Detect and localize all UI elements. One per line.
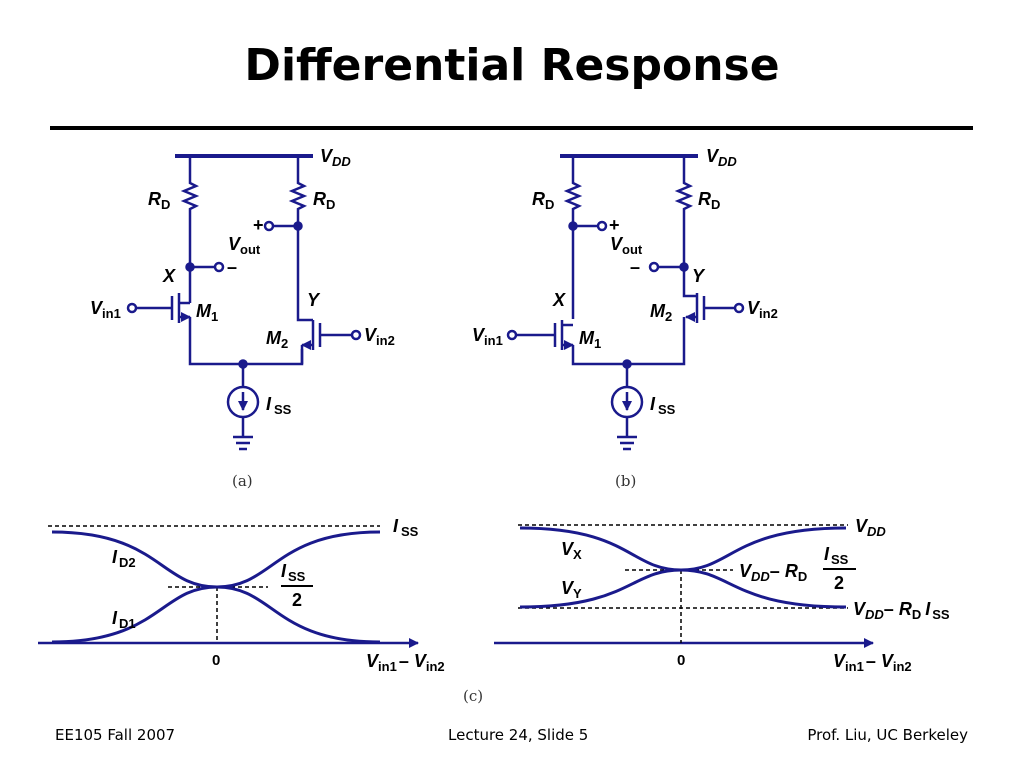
x-axis-label-right: Vin1– Vin2 bbox=[833, 651, 912, 674]
resistor-rd-right-b bbox=[674, 156, 697, 298]
node-y-label-b: Y bbox=[692, 266, 706, 286]
caption-c: (c) bbox=[463, 687, 483, 705]
vout-minus-terminal-a bbox=[213, 261, 225, 273]
m1-label-b: M1 bbox=[579, 328, 601, 351]
resistor-rd-right-a bbox=[288, 156, 313, 322]
mid-denominator: 2 bbox=[834, 573, 844, 593]
vout-label-b: Vout bbox=[610, 234, 643, 257]
mid-level-label: VDD– RD bbox=[739, 561, 807, 584]
m2-label-a: M2 bbox=[266, 328, 288, 351]
vin2-label-a: Vin2 bbox=[364, 325, 395, 348]
m1-label-a: M1 bbox=[196, 301, 218, 324]
vout-plus-terminal-b bbox=[596, 220, 608, 232]
rd-left-label-a: RD bbox=[148, 189, 170, 212]
circuit-a bbox=[126, 154, 362, 451]
circuit-b-labels: VDD RD RD + Vout – Y X M2 Vin2 Vin1 M1 I… bbox=[472, 146, 778, 490]
vdd-label-a: VDD bbox=[320, 146, 351, 169]
graph-right bbox=[494, 524, 874, 648]
x-axis-label-left: Vin1– Vin2 bbox=[366, 651, 445, 674]
id1-curve bbox=[51, 530, 381, 644]
vout-label-a: Vout bbox=[228, 234, 261, 257]
node-y-dot-a bbox=[293, 221, 303, 231]
rd-right-label-a: RD bbox=[313, 189, 335, 212]
footer-slide-number: Lecture 24, Slide 5 bbox=[448, 726, 589, 744]
caption-a: (a) bbox=[232, 472, 253, 490]
vy-label: VY bbox=[561, 578, 582, 601]
vin1-label-a: Vin1 bbox=[90, 298, 121, 321]
node-y-label-a: Y bbox=[307, 290, 321, 310]
title-underline bbox=[50, 126, 973, 130]
vout-plus-sign-a: + bbox=[253, 215, 264, 235]
vx-label: VX bbox=[561, 539, 582, 562]
tail-dot-b bbox=[622, 359, 632, 369]
vout-plus-terminal-a bbox=[263, 220, 275, 232]
vin2-terminal-a bbox=[350, 329, 362, 341]
resistor-rd-left-a bbox=[180, 156, 200, 303]
half-iss-denominator: 2 bbox=[292, 590, 302, 610]
node-y-dot-b bbox=[679, 262, 689, 272]
rd-left-label-b: RD bbox=[532, 189, 554, 212]
vin1-terminal-a bbox=[126, 302, 138, 314]
vout-minus-sign-b: – bbox=[630, 257, 640, 277]
m2-label-b: M2 bbox=[650, 301, 672, 324]
vout-minus-sign-a: – bbox=[227, 257, 237, 277]
footer-author: Prof. Liu, UC Berkeley bbox=[807, 726, 968, 744]
node-x-label-b: X bbox=[552, 290, 566, 310]
vy-curve bbox=[519, 526, 847, 609]
slide-title: Differential Response bbox=[244, 40, 780, 91]
vin2-terminal-b bbox=[733, 302, 745, 314]
node-x-dot-b bbox=[568, 221, 578, 231]
graph-left bbox=[38, 525, 419, 648]
rd-right-label-b: RD bbox=[698, 189, 720, 212]
node-x-dot-a bbox=[185, 262, 195, 272]
vin2-label-b: Vin2 bbox=[747, 298, 778, 321]
vin1-label-b: Vin1 bbox=[472, 325, 503, 348]
footer-course: EE105 Fall 2007 bbox=[55, 726, 176, 744]
node-x-label-a: X bbox=[162, 266, 176, 286]
vdd-label-b: VDD bbox=[706, 146, 737, 169]
resistor-rd-left-b bbox=[563, 156, 583, 319]
circuit-b bbox=[506, 154, 745, 451]
vout-plus-sign-b: + bbox=[609, 215, 620, 235]
circuit-a-labels: VDD RD RD + Vout – X Y Vin1 M1 M2 Vin2 I… bbox=[90, 146, 395, 490]
vout-minus-terminal-b bbox=[648, 261, 660, 273]
tail-dot-a bbox=[238, 359, 248, 369]
vdd-label-graph: VDD bbox=[855, 516, 886, 539]
caption-b: (b) bbox=[615, 472, 636, 490]
vin1-terminal-b bbox=[506, 329, 518, 341]
origin-label-right: 0 bbox=[677, 652, 685, 669]
origin-label-left: 0 bbox=[212, 652, 220, 669]
